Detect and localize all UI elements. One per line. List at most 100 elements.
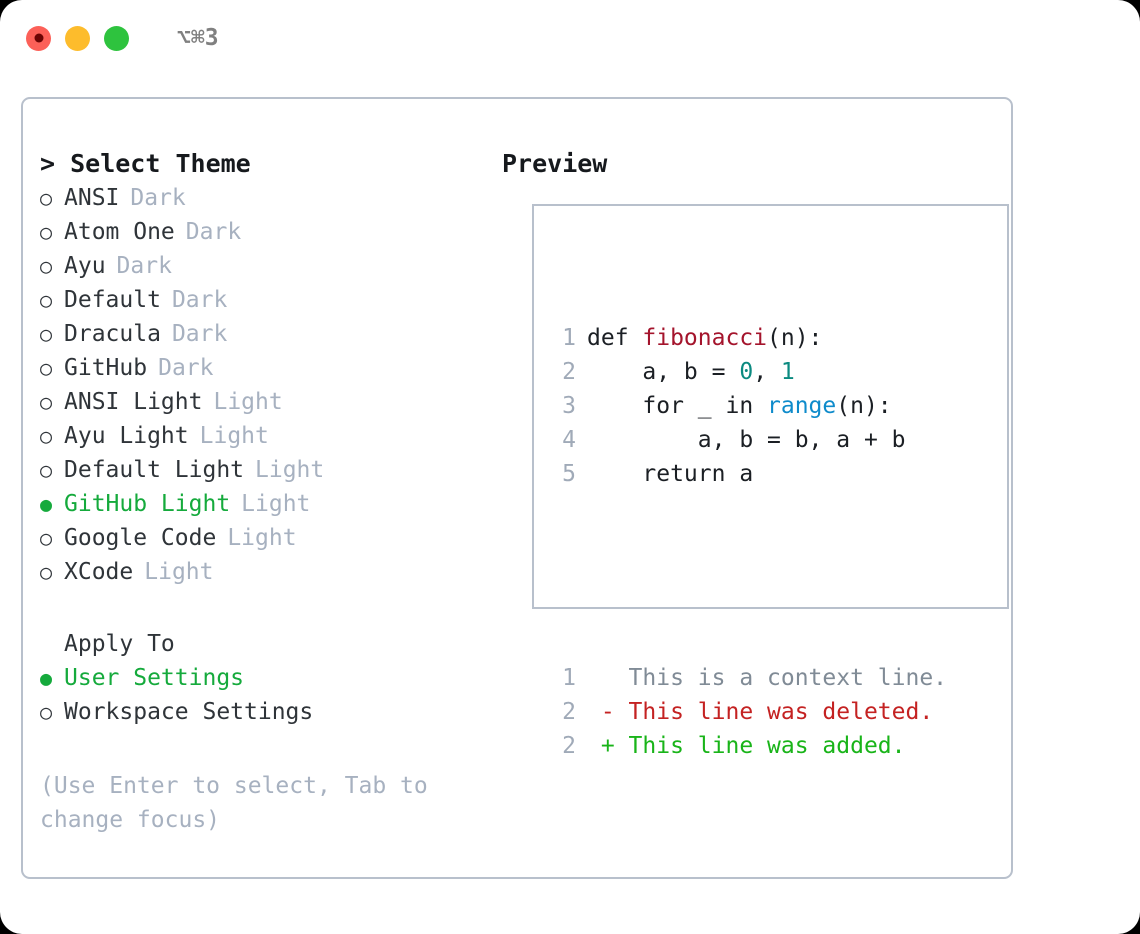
theme-option-ayu-light[interactable]: ○ Ayu Light Light xyxy=(40,419,490,453)
line-number: 5 xyxy=(562,461,576,487)
theme-option-label: GitHub Light xyxy=(64,491,231,517)
theme-option-ayu[interactable]: ○ Ayu Dark xyxy=(40,249,490,283)
radio-unselected-icon: ○ xyxy=(40,526,53,550)
radio-unselected-icon: ○ xyxy=(40,560,53,584)
keyboard-shortcut-label: ⌥⌘3 xyxy=(177,25,219,51)
theme-variant-badge: Light xyxy=(227,525,297,551)
theme-option-label: ANSI Light xyxy=(64,389,203,415)
radio-unselected-icon: ○ xyxy=(40,254,53,278)
code-token-call: range xyxy=(767,393,837,419)
apply-to-list: ● User Settings ○ Workspace Settings xyxy=(40,661,490,729)
theme-variant-badge: Light xyxy=(199,423,269,449)
theme-variant-badge: Light xyxy=(255,457,325,483)
code-line-text: def fibonacci(n): xyxy=(587,321,822,355)
code-token-plain: return a xyxy=(587,461,754,487)
radio-unselected-icon: ○ xyxy=(40,424,53,448)
code-spacer xyxy=(554,559,947,593)
code-token-plain: for _ in xyxy=(587,393,768,419)
select-theme-heading: > Select Theme xyxy=(40,149,251,178)
maximize-button[interactable] xyxy=(104,25,129,51)
diff-line-text: + This line was added. xyxy=(587,733,906,759)
radio-selected-icon: ● xyxy=(40,666,53,690)
line-number: 2 xyxy=(562,733,576,759)
code-line-text: for _ in range(n): xyxy=(587,389,892,423)
line-number: 4 xyxy=(562,427,576,453)
code-token-num: 0 xyxy=(739,359,754,385)
code-token-plain: (n): xyxy=(836,393,892,419)
code-token-plain: , xyxy=(753,359,781,385)
apply-to-heading: Apply To xyxy=(64,631,175,657)
recording-indicator-icon xyxy=(34,33,43,43)
line-number: 2 xyxy=(562,359,576,385)
code-token-plain: def xyxy=(587,325,643,351)
theme-option-label: Ayu Light xyxy=(64,423,189,449)
theme-variant-badge: Light xyxy=(241,491,311,517)
theme-option-default[interactable]: ○ Default Dark xyxy=(40,283,490,317)
theme-variant-badge: Dark xyxy=(171,287,228,313)
apply-to-option-label: Workspace Settings xyxy=(64,699,314,725)
code-token-plain: a, b = xyxy=(587,359,740,385)
theme-variant-badge: Dark xyxy=(130,185,186,211)
theme-option-label: Google Code xyxy=(64,525,217,551)
theme-option-label: Dracula xyxy=(64,321,161,347)
theme-option-label: Ayu xyxy=(64,253,106,279)
code-token-plain: (n): xyxy=(767,325,823,351)
theme-option-label: ANSI xyxy=(64,185,120,211)
window-titlebar: ⌥⌘3 xyxy=(0,0,1140,76)
theme-variant-badge: Dark xyxy=(158,355,214,381)
traffic-lights xyxy=(26,25,129,51)
minimize-button[interactable] xyxy=(65,25,90,51)
code-line: 3 for _ in range(n): xyxy=(554,389,947,423)
close-button[interactable] xyxy=(26,25,51,51)
radio-unselected-icon: ○ xyxy=(40,186,53,210)
diff-block: 1 This is a context line.2 - This line w… xyxy=(554,661,947,763)
code-line-text: a, b = 0, 1 xyxy=(587,355,795,389)
code-token-plain: a, b = b, a + b xyxy=(587,427,906,453)
theme-option-dracula[interactable]: ○ Dracula Dark xyxy=(40,317,490,351)
radio-unselected-icon: ○ xyxy=(40,700,53,724)
radio-unselected-icon: ○ xyxy=(40,288,53,312)
keyboard-hint-text: (Use Enter to select, Tab to change focu… xyxy=(40,773,428,833)
theme-option-label: GitHub xyxy=(64,355,148,381)
theme-option-atom-one[interactable]: ○ Atom One Dark xyxy=(40,215,490,249)
code-line: 4 a, b = b, a + b xyxy=(554,423,947,457)
code-line-text: a, b = b, a + b xyxy=(587,423,906,457)
line-number: 2 xyxy=(562,699,576,725)
apply-to-option-label: User Settings xyxy=(64,665,245,691)
theme-variant-badge: Dark xyxy=(116,253,172,279)
theme-option-google-code[interactable]: ○ Google Code Light xyxy=(40,521,490,555)
diff-line-del: 2 - This line was deleted. xyxy=(554,695,947,729)
diff-line-ctx: 1 This is a context line. xyxy=(554,661,947,695)
code-token-num: 1 xyxy=(780,359,795,385)
code-line: 1 def fibonacci(n): xyxy=(554,321,947,355)
theme-variant-badge: Light xyxy=(213,389,283,415)
radio-unselected-icon: ○ xyxy=(40,322,53,346)
apply-to-option-workspace-settings[interactable]: ○ Workspace Settings xyxy=(40,695,490,729)
radio-unselected-icon: ○ xyxy=(40,220,53,244)
code-line: 5 return a xyxy=(554,457,947,491)
code-line-text: return a xyxy=(587,457,753,491)
code-token-fn: fibonacci xyxy=(642,325,768,351)
apply-to-option-user-settings[interactable]: ● User Settings xyxy=(40,661,490,695)
theme-option-label: Atom One xyxy=(64,219,175,245)
preview-heading: Preview xyxy=(502,149,608,178)
theme-variant-badge: Dark xyxy=(185,219,242,245)
theme-option-ansi[interactable]: ○ ANSI Dark xyxy=(40,181,490,215)
section-divider xyxy=(40,589,490,627)
line-number: 1 xyxy=(562,325,576,351)
code-line: 2 a, b = 0, 1 xyxy=(554,355,947,389)
theme-option-label: Default xyxy=(64,287,161,313)
diff-line-add: 2 + This line was added. xyxy=(554,729,947,763)
theme-variant-badge: Dark xyxy=(171,321,228,347)
